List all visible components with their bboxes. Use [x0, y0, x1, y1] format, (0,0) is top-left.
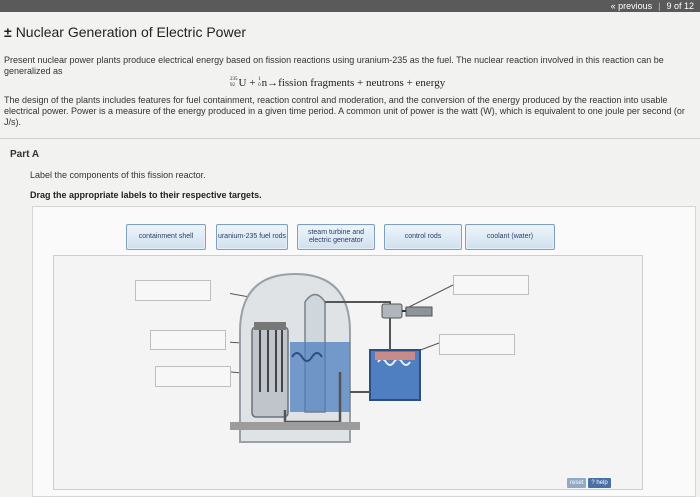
n-mass-number: 1 — [258, 77, 261, 83]
part-a-question: Label the components of this fission rea… — [30, 170, 206, 180]
label-steam-turbine-generator[interactable]: steam turbine and electric generator — [297, 224, 375, 250]
item-navigation: « previous | 9 of 12 — [611, 0, 694, 12]
item-position: 9 of 12 — [666, 1, 694, 11]
part-a-heading: Part A — [10, 149, 40, 160]
intro-paragraph-1: Present nuclear power plants produce ele… — [4, 55, 664, 76]
u-mass-number: 235 — [230, 77, 238, 83]
page-title-text: Nuclear Generation of Electric Power — [15, 24, 247, 40]
condenser-return-line — [350, 318, 391, 393]
page-title: ±Nuclear Generation of Electric Power — [4, 24, 246, 40]
top-bar — [0, 0, 700, 12]
part-a-instruction: Drag the appropriate labels to their res… — [30, 190, 262, 200]
control-rod-drive — [254, 322, 286, 330]
u-symbol: U — [238, 77, 247, 89]
drop-target-5[interactable] — [439, 334, 515, 355]
plus-sign: + — [249, 77, 256, 89]
section-divider — [0, 138, 700, 139]
previous-link[interactable]: « previous — [610, 1, 653, 11]
drop-target-2[interactable] — [150, 330, 226, 350]
label-coolant-water[interactable]: coolant (water) — [465, 224, 555, 250]
drop-target-4[interactable] — [453, 275, 529, 295]
help-button[interactable]: ? help — [588, 478, 611, 488]
coolant-coil — [291, 352, 323, 362]
label-uranium-fuel-rods[interactable]: uranium-235 fuel rods — [216, 224, 288, 250]
intro-paragraph-2: The design of the plants includes featur… — [4, 95, 685, 127]
collapse-toggle[interactable]: ± — [4, 24, 12, 40]
u-atomic-number: 92 — [230, 83, 235, 89]
floor-slab — [230, 422, 360, 430]
label-containment-shell[interactable]: containment shell — [126, 224, 206, 250]
equation-products: →fission fragments + neutrons + energy — [267, 77, 446, 89]
label-control-rods[interactable]: control rods — [384, 224, 462, 250]
nav-separator: | — [658, 1, 661, 11]
control-rods-shape — [259, 330, 283, 392]
n-symbol: n — [261, 77, 268, 89]
activity-controls: reset ? help — [567, 478, 611, 488]
condenser-shape — [369, 349, 421, 401]
drop-target-3[interactable] — [155, 366, 231, 387]
fission-reactor-diagram — [230, 272, 454, 443]
n-atomic-number: 0 — [258, 83, 261, 89]
drop-target-1[interactable] — [135, 280, 211, 301]
turbine-generator-shape — [381, 303, 433, 319]
reset-button[interactable]: reset — [567, 478, 587, 488]
